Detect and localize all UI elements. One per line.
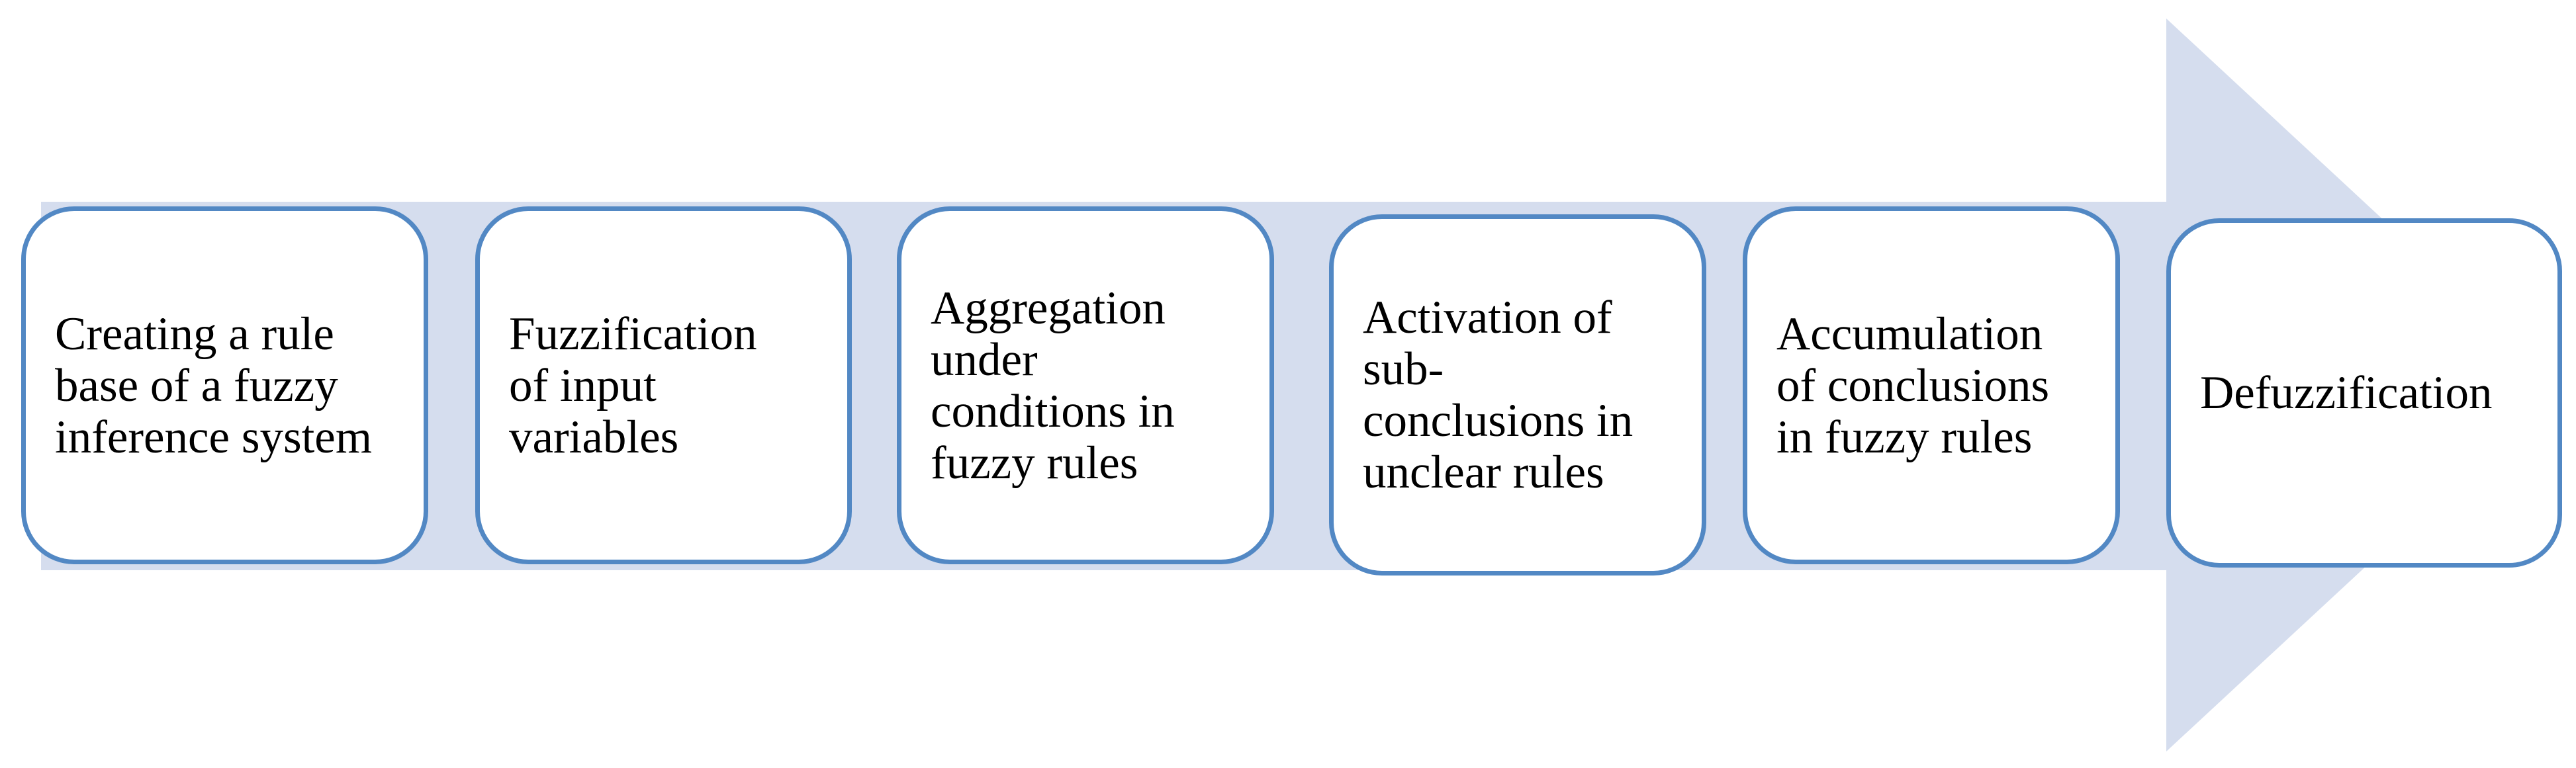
step-label-defuzzification: Defuzzification (2200, 367, 2493, 419)
step-box-activation: Activation of sub- conclusions in unclea… (1329, 214, 1706, 576)
step-label-activation: Activation of sub- conclusions in unclea… (1363, 292, 1633, 498)
step-label-fuzzification: Fuzzification of input variables (509, 308, 757, 463)
step-box-fuzzification: Fuzzification of input variables (475, 206, 852, 564)
step-label-rule-base: Creating a rule base of a fuzzy inferenc… (55, 308, 373, 463)
step-box-accumulation: Accumulation of conclusions in fuzzy rul… (1743, 206, 2120, 564)
step-box-rule-base: Creating a rule base of a fuzzy inferenc… (21, 206, 428, 564)
step-label-accumulation: Accumulation of conclusions in fuzzy rul… (1776, 308, 2050, 463)
step-box-aggregation: Aggregation under conditions in fuzzy ru… (897, 206, 1274, 564)
step-label-aggregation: Aggregation under conditions in fuzzy ru… (931, 282, 1175, 489)
step-box-defuzzification: Defuzzification (2166, 218, 2562, 568)
